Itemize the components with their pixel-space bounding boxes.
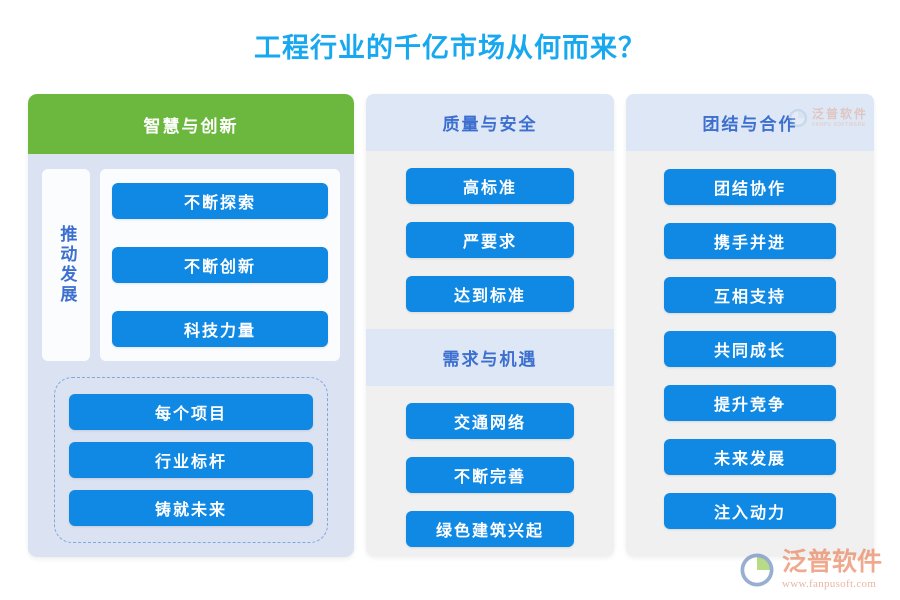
- left-upper-group: 推动发展 不断探索 不断创新 科技力量: [42, 169, 340, 361]
- left-item-1[interactable]: 不断创新: [112, 247, 328, 283]
- section-header-unity-cooperation: 团结与合作 泛普软件 FANPU SOFTWARE: [626, 94, 874, 151]
- left-lower-item-0[interactable]: 每个项目: [69, 394, 313, 430]
- right-item-4[interactable]: 提升竞争: [664, 385, 836, 421]
- mid-s1-item-1[interactable]: 不断完善: [406, 457, 574, 493]
- right-item-2[interactable]: 互相支持: [664, 277, 836, 313]
- left-item-0[interactable]: 不断探索: [112, 183, 328, 219]
- mid-s0-item-0[interactable]: 高标准: [406, 168, 574, 204]
- section-body-demand-opportunity: 交通网络 不断完善 绿色建筑兴起: [366, 386, 614, 556]
- right-item-6[interactable]: 注入动力: [664, 493, 836, 529]
- section-header-unity-cooperation-text: 团结与合作: [702, 115, 798, 134]
- mid-s1-item-0[interactable]: 交通网络: [406, 403, 574, 439]
- vertical-label-panel: 推动发展: [42, 169, 90, 361]
- left-lower-dashed-group: 每个项目 行业标杆 铸就未来: [54, 377, 328, 543]
- right-item-5[interactable]: 未来发展: [664, 439, 836, 475]
- watermark-top-sub: FANPU SOFTWARE: [811, 122, 866, 128]
- watermark-bottom-sub: www.fanpusoft.com: [781, 578, 877, 590]
- section-header-demand-opportunity: 需求与机遇: [366, 329, 614, 386]
- left-upper-items-panel: 不断探索 不断创新 科技力量: [100, 169, 340, 361]
- right-item-3[interactable]: 共同成长: [664, 331, 836, 367]
- column-left-body: 推动发展 不断探索 不断创新 科技力量 每个项目 行业标杆 铸就未来: [28, 154, 354, 543]
- right-item-0[interactable]: 团结协作: [664, 169, 836, 205]
- section-header-quality-safety: 质量与安全: [366, 94, 614, 151]
- vertical-label-text: 推动发展: [57, 225, 77, 305]
- section-body-unity-cooperation: 团结协作 携手并进 互相支持 共同成长 提升竞争 未来发展 注入动力: [626, 151, 874, 543]
- mid-s1-item-2[interactable]: 绿色建筑兴起: [406, 511, 574, 547]
- infographic-board: 智慧与创新 推动发展 不断探索 不断创新 科技力量 每个项目 行业标杆 铸就未来: [28, 94, 874, 560]
- left-lower-item-2[interactable]: 铸就未来: [69, 490, 313, 526]
- right-item-1[interactable]: 携手并进: [664, 223, 836, 259]
- column-left-header: 智慧与创新: [28, 94, 354, 154]
- left-lower-item-1[interactable]: 行业标杆: [69, 442, 313, 478]
- mid-s0-item-2[interactable]: 达到标准: [406, 276, 574, 312]
- column-unity-cooperation: 团结与合作 泛普软件 FANPU SOFTWARE 团结协作 携手并进 互相支持…: [626, 94, 874, 556]
- column-quality-demand: 质量与安全 高标准 严要求 达到标准 需求与机遇 交通网络 不断完善 绿色建筑兴…: [366, 94, 614, 556]
- watermark-top-brand: 泛普软件: [811, 107, 868, 121]
- left-item-2[interactable]: 科技力量: [112, 311, 328, 347]
- page-title: 工程行业的千亿市场从何而来？: [254, 33, 646, 63]
- section-body-quality-safety: 高标准 严要求 达到标准: [366, 151, 614, 329]
- column-wisdom-innovation: 智慧与创新 推动发展 不断探索 不断创新 科技力量 每个项目 行业标杆 铸就未来: [28, 94, 354, 557]
- watermark-top: 泛普软件 FANPU SOFTWARE: [788, 108, 868, 128]
- mid-s0-item-1[interactable]: 严要求: [406, 222, 574, 258]
